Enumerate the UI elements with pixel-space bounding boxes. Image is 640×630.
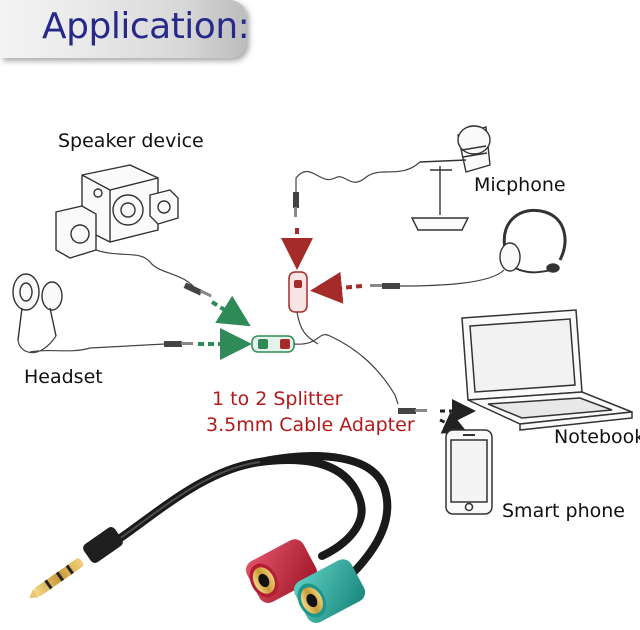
laptop-icon (461, 309, 633, 431)
splitter-label-line1: 1 to 2 Splitter (212, 388, 343, 410)
black-arrow-phone (439, 411, 468, 434)
diagram-splitter-icon (251, 335, 295, 353)
mic-plug-icon (293, 192, 299, 217)
splitter-label-line2: 3.5mm Cable Adapter (206, 414, 415, 436)
micphone-label: Micphone (474, 174, 566, 196)
headband-plug-icon (370, 283, 400, 289)
notebook-label: Notebook (554, 426, 640, 448)
splitter-cable-icon (29, 452, 392, 623)
microphone-icon (410, 125, 491, 231)
headset-plug-icon (164, 341, 193, 347)
headband-mic-icon (499, 209, 567, 274)
headset-earphone-icon (12, 273, 63, 341)
smartphone-label: Smart phone (502, 500, 625, 522)
red-arrow-headband (310, 271, 363, 304)
speaker-label: Speaker device (58, 130, 204, 152)
title-banner: Application: (0, 0, 250, 58)
diagram-pink-splitter-icon (288, 271, 308, 313)
headset-label: Headset (24, 366, 103, 388)
output-plug-icon (398, 408, 427, 414)
speaker-plug-icon (183, 282, 212, 298)
green-arrow-speaker (210, 295, 251, 327)
smartphone-icon (445, 429, 493, 515)
speaker-device-icon (55, 164, 179, 259)
page-title: Application: (42, 6, 250, 47)
